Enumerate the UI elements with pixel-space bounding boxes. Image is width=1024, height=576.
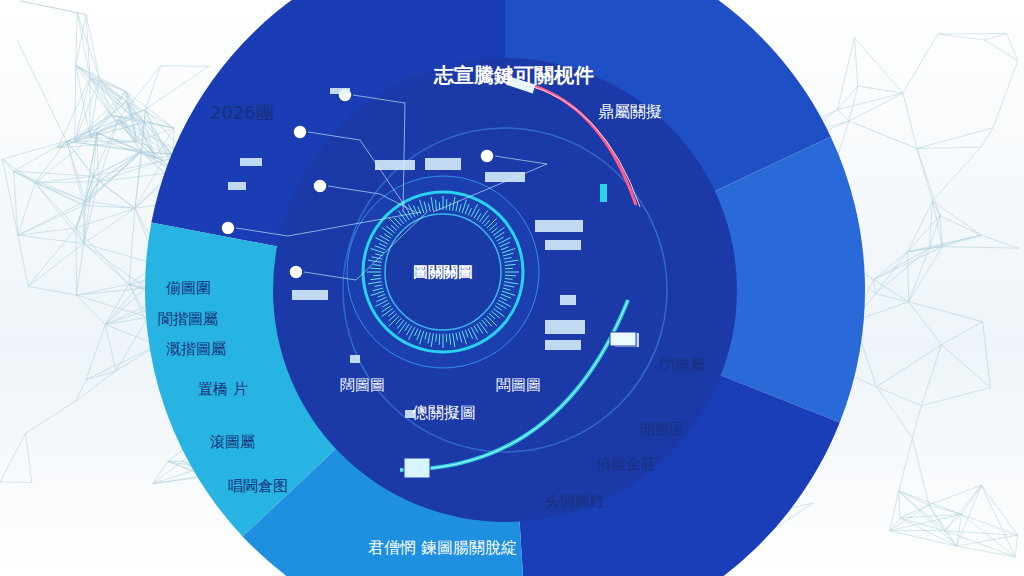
hub-halo [347, 176, 539, 368]
progress-arc [400, 300, 628, 470]
arc-marker [600, 184, 607, 202]
diagram-label: 置橋 片 [198, 380, 248, 399]
diagram-label: 闊圖圖 [340, 376, 385, 395]
diagram-label: 头惆圖鉎 [545, 492, 605, 511]
diagram-label: 溉揩圖屬 [166, 340, 226, 359]
diagram-label: 唱閪倉图 [228, 477, 288, 496]
diagram-label: 偵圖金莊 [596, 455, 656, 474]
hub-node: 圖關關圖 [385, 252, 501, 292]
diagram-label: 開圖區 [640, 420, 685, 439]
diagram-label: 闆圖圖 [496, 376, 541, 395]
progress-arc [400, 300, 628, 470]
data-chips [228, 88, 639, 418]
hub-core [385, 214, 501, 330]
diagram-label: 君僧惘 鍊圖腸關脫綻 [368, 538, 517, 559]
hub-ring [363, 192, 523, 352]
diagram-label: 2026團 [210, 101, 274, 125]
arc-marker [610, 332, 636, 346]
diagram-label: 滾圖屬 [210, 433, 255, 452]
diagram-label: 閁圖屬 [660, 356, 705, 375]
orbit-ring [343, 128, 667, 452]
diagram-label: 偂圖圍 [166, 279, 211, 298]
outer-ring [145, 0, 865, 576]
diagram-label: 傯關擬圖 [412, 403, 476, 424]
hub-label: 圖關關圖 [413, 263, 473, 282]
diagram-label: 鼎屬關擬 [598, 102, 662, 123]
arc-marker [404, 458, 430, 478]
inner-disk [273, 58, 737, 522]
highlight-arc [520, 82, 636, 205]
diagram-label: 閬揩圖屬 [158, 310, 218, 329]
hub-ticks [367, 196, 519, 348]
diagram-title: 志宣騰鍵可關枧件 [434, 62, 594, 89]
network-mesh [21, 1, 174, 158]
